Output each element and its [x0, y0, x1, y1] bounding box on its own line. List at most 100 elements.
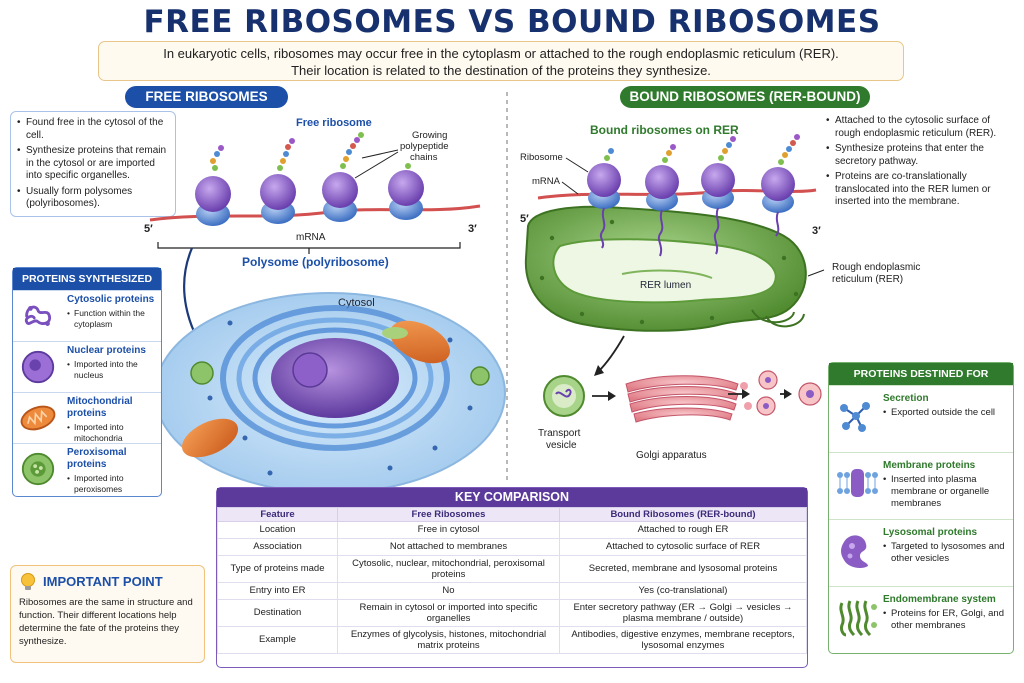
destination-secretion: Secretion Exported outside the cell: [829, 385, 1013, 452]
endomembrane-icon: [839, 600, 877, 637]
protein-name: Peroxisomal proteins: [67, 447, 127, 470]
column-header: Bound Ribosomes (RER-bound): [559, 507, 807, 522]
bound-fact: Attached to the cytosolic surface of rou…: [826, 115, 1016, 140]
table-cell: Entry into ER: [217, 582, 338, 600]
proteins-destined-panel: PROTEINS DESTINED FOR Secretion Exported…: [828, 362, 1014, 654]
table-cell: Remain in cytosol or imported into speci…: [337, 599, 560, 627]
column-header: Free Ribosomes: [337, 507, 560, 522]
destination-membrane: Membrane proteins Inserted into plasma m…: [829, 452, 1013, 519]
intro-line-2: Their location is related to the destina…: [291, 63, 711, 78]
membrane-icon: [837, 469, 878, 497]
key-comparison-heading: KEY COMPARISON: [217, 488, 807, 507]
polysome-label: Polysome (polyribosome): [242, 255, 389, 269]
free-mrna-label: mRNA: [296, 232, 326, 243]
bound-fact: Proteins are co-translationally transloc…: [826, 171, 1016, 209]
protein-item-nuclear: Nuclear proteins Imported into the nucle…: [13, 341, 161, 392]
table-cell: Cytosolic, nuclear, mitochondrial, perox…: [337, 555, 560, 583]
table-cell: Not attached to membranes: [337, 538, 560, 556]
table-cell: Free in cytosol: [337, 521, 560, 539]
protein-name: Nuclear proteins: [67, 345, 146, 356]
free-ribosomes-heading: FREE RIBOSOMES: [125, 86, 288, 108]
important-point-title: IMPORTANT POINT: [43, 574, 163, 589]
peroxisome-icon: [21, 452, 55, 486]
free-ribosome-4: [388, 163, 424, 220]
lightbulb-icon: [21, 573, 35, 590]
table-cell: Example: [217, 626, 338, 654]
free-three-prime: 3′: [468, 223, 477, 235]
section-divider: [506, 92, 508, 482]
free-fact: Synthesize proteins that remain in the c…: [17, 145, 169, 183]
protein-desc: Imported into the nucleus: [67, 359, 157, 380]
table-cell: Yes (co-translational): [559, 582, 807, 600]
bound-five-prime: 5′: [520, 213, 529, 225]
table-cell: Enzymes of glycolysis, histones, mitocho…: [337, 626, 560, 654]
bound-fact: Synthesize proteins that enter the secre…: [826, 143, 1016, 168]
bound-ribosome-3: [701, 136, 736, 255]
table-cell: Attached to rough ER: [559, 521, 807, 539]
column-header: Feature: [217, 507, 338, 522]
golgi-label: Golgi apparatus: [636, 450, 707, 461]
table-cell: Association: [217, 538, 338, 556]
cell-mitochondrion: [181, 418, 239, 458]
proteins-destined-heading: PROTEINS DESTINED FOR: [829, 363, 1013, 385]
rer-lumen-label: RER lumen: [640, 280, 691, 291]
table-cell: No: [337, 582, 560, 600]
destination-lysosomal: Lysosomal proteins Targeted to lysosomes…: [829, 519, 1013, 586]
free-ribosome-label: Free ribosome: [296, 117, 372, 129]
golgi-apparatus: [625, 375, 752, 423]
secretory-vesicles: [756, 370, 778, 416]
bound-heading: Bound ribosomes on RER: [590, 123, 739, 137]
protein-item-cytosolic: Cytosolic proteins Function within the c…: [13, 290, 161, 341]
protein-name: Mitochondrial proteins: [67, 396, 133, 419]
bound-ribosome-1: [587, 148, 621, 249]
destination-name: Membrane proteins: [883, 460, 976, 471]
intro-box: In eukaryotic cells, ribosomes may occur…: [98, 41, 904, 81]
destination-desc: Targeted to lysosomes and other vesicles: [883, 541, 1009, 565]
free-fact: Usually form polysomes (polyribosomes).: [17, 186, 169, 211]
table-cell: Type of proteins made: [217, 555, 338, 583]
free-fact: Found free in the cytosol of the cell.: [17, 117, 169, 142]
protein-name: Cytosolic proteins: [67, 294, 155, 305]
protein-desc: Imported into peroxisomes: [67, 473, 157, 494]
nucleus-icon: [21, 350, 55, 384]
mitochondrion-icon: [20, 405, 56, 431]
important-point-text: Ribosomes are the same in structure and …: [19, 597, 193, 647]
protein-item-peroxisomal: Peroxisomal proteins Imported into perox…: [13, 443, 161, 494]
destination-name: Endomembrane system: [883, 594, 996, 605]
destination-name: Lysosomal proteins: [883, 527, 978, 538]
protein-item-mitochondrial: Mitochondrial proteins Imported into mit…: [13, 392, 161, 443]
table-cell: Antibodies, digestive enzymes, membrane …: [559, 626, 807, 654]
free-ribosome-2: [260, 138, 296, 224]
secretion-molecules-icon: [840, 402, 870, 432]
table-cell: Enter secretory pathway (ER → Golgi → ve…: [559, 599, 807, 627]
bound-ribosome-diagram: Bound ribosomes on RER RER lumen 5′ 3′ R…: [520, 123, 825, 461]
key-comparison-table: KEY COMPARISON Feature Free Ribosomes Bo…: [216, 487, 808, 668]
destination-desc: Exported outside the cell: [883, 407, 1009, 419]
free-ribosome-1: [195, 145, 231, 226]
protein-desc: Imported into mitochondria: [67, 422, 157, 443]
free-five-prime: 5′: [144, 223, 153, 235]
ribosome-label: Ribosome: [520, 152, 563, 163]
table-cell: Attached to cytosolic surface of RER: [559, 538, 807, 556]
bound-ribosome-facts: Attached to the cytosolic surface of rou…: [826, 115, 1016, 212]
table-cell: Location: [217, 521, 338, 539]
page-title: FREE RIBOSOMES VS BOUND RIBOSOMES: [143, 4, 881, 40]
lysosome-icon: [841, 535, 868, 568]
bound-ribosome-2: [645, 144, 679, 257]
destination-name: Secretion: [883, 393, 929, 404]
proteins-synthesized-heading: PROTEINS SYNTHESIZED: [13, 268, 161, 290]
protein-desc: Function within the cytoplasm: [67, 308, 157, 329]
protein-coil-icon: [24, 305, 52, 326]
intro-line-1: In eukaryotic cells, ribosomes may occur…: [163, 46, 839, 61]
destination-desc: Inserted into plasma membrane or organel…: [883, 474, 1009, 510]
free-ribosome-facts: Found free in the cytosol of the cell. S…: [10, 111, 176, 217]
proteins-synthesized-panel: PROTEINS SYNTHESIZED Cytosolic proteins …: [12, 267, 162, 497]
free-ribosome-3: [322, 132, 364, 222]
bound-three-prime: 3′: [812, 225, 821, 237]
table-cell: Secreted, membrane and lysosomal protein…: [559, 555, 807, 583]
bound-mrna-label: mRNA: [532, 176, 561, 187]
table-cell: Destination: [217, 599, 338, 627]
